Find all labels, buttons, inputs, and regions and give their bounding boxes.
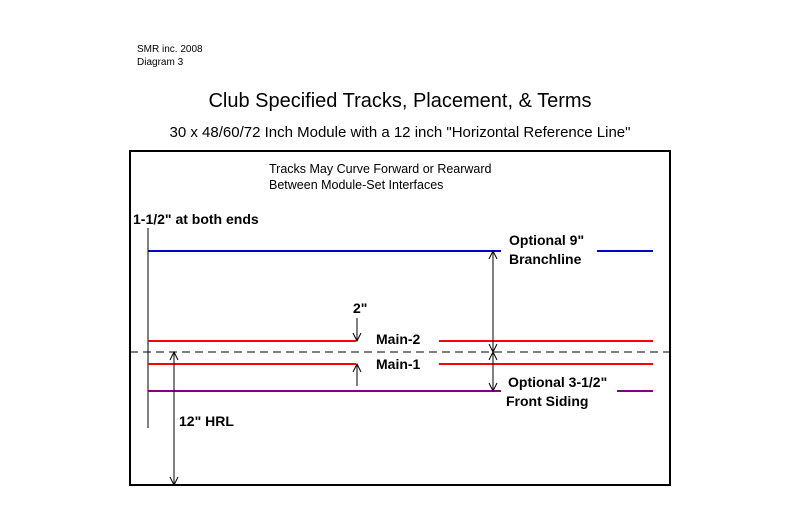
main1-label: Main-1 [376,356,421,372]
note-line-1: Tracks May Curve Forward or Rearward [269,162,492,176]
module-outline [129,150,671,486]
hrl-label: 12" HRL [179,413,234,429]
branchline-offset-label: Optional 9" [509,232,585,248]
note-line-2: Between Module-Set Interfaces [269,178,444,192]
page-subtitle: 30 x 48/60/72 Inch Module with a 12 inch… [169,124,631,141]
siding-dimension [488,350,498,393]
main-spacing-label: 2" [353,300,368,316]
branchline-label: Branchline [509,251,582,267]
end-margin-label: 1-1/2" at both ends [133,211,259,227]
front-siding-label: Front Siding [506,393,589,409]
hrl-dimension [169,350,179,487]
siding-offset-label: Optional 3-1/2" [508,374,608,390]
page-title: Club Specified Tracks, Placement, & Term… [208,90,592,112]
diagram-number: Diagram 3 [137,57,184,68]
main2-label: Main-2 [376,331,421,347]
main-spacing-dimension [352,318,362,386]
company-label: SMR inc. 2008 [137,44,203,55]
branch-dimension [488,249,498,354]
